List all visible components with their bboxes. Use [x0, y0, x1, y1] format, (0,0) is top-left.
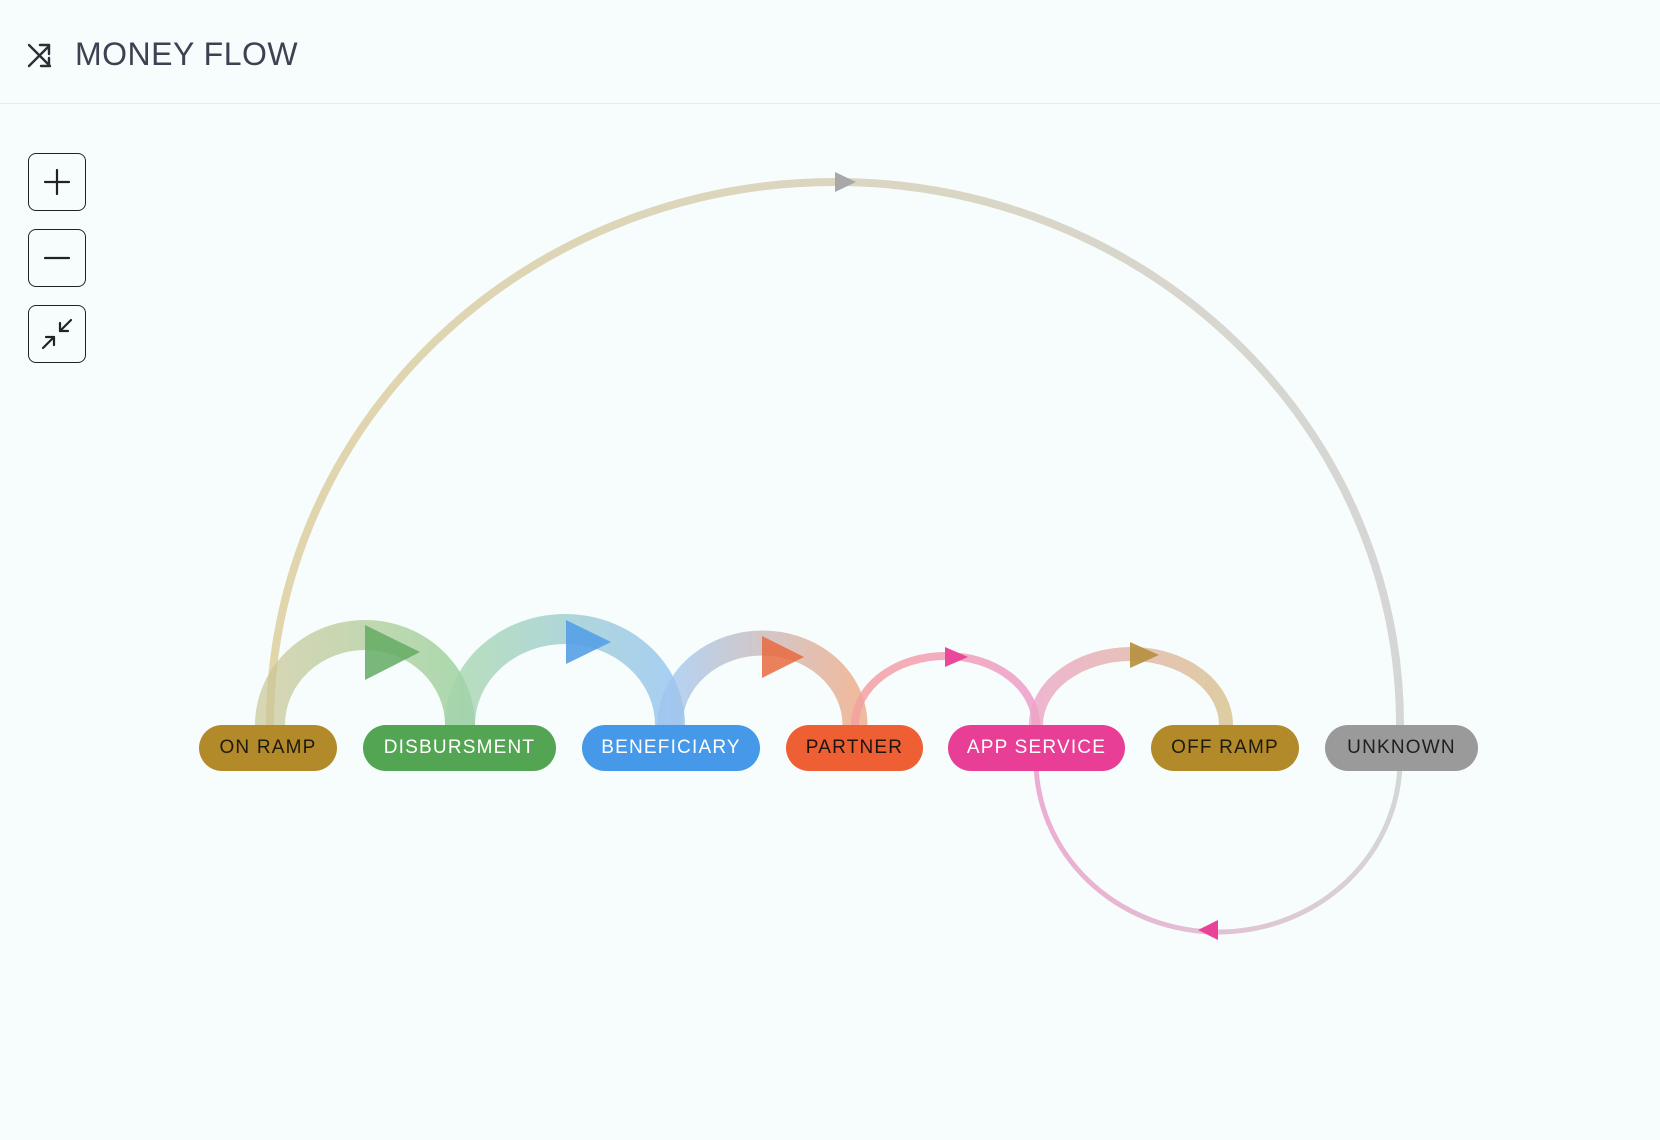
edge-arrow-partner-to-app-service: [945, 647, 968, 667]
fit-view-button[interactable]: [28, 305, 86, 363]
collapse-arrows-icon: [41, 318, 73, 350]
edge-arrow-on-ramp-to-unknown: [835, 172, 856, 192]
node-label: UNKNOWN: [1347, 737, 1456, 758]
page-header: MONEY FLOW: [0, 0, 1660, 104]
node-beneficiary[interactable]: BENEFICIARY: [582, 725, 760, 771]
node-label: BENEFICIARY: [601, 737, 741, 758]
edges-layer: [255, 172, 1404, 940]
edge-arrow-beneficiary-to-partner: [762, 636, 804, 678]
page-title: MONEY FLOW: [75, 36, 299, 72]
node-disbursment[interactable]: DISBURSMENT: [363, 725, 556, 771]
edge-arrow-disbursment-to-beneficiary: [566, 620, 611, 664]
zoom-in-button[interactable]: [28, 153, 86, 211]
edge-arrow-on-ramp-to-disbursment: [365, 625, 420, 680]
node-label: DISBURSMENT: [383, 737, 536, 758]
minus-icon: [43, 256, 71, 260]
node-label: PARTNER: [805, 737, 904, 758]
node-label: ON RAMP: [219, 737, 317, 758]
edge-on-ramp-to-unknown[interactable]: [266, 178, 1404, 726]
zoom-out-button[interactable]: [28, 229, 86, 287]
node-off-ramp[interactable]: OFF RAMP: [1151, 725, 1299, 771]
edge-unknown-to-app-service[interactable]: [1033, 759, 1403, 935]
edge-arrow-app-service-to-off-ramp: [1130, 642, 1159, 668]
node-app-service[interactable]: APP SERVICE: [948, 725, 1125, 771]
node-unknown[interactable]: UNKNOWN: [1325, 725, 1478, 771]
node-on-ramp[interactable]: ON RAMP: [199, 725, 337, 771]
edge-disbursment-to-beneficiary[interactable]: [445, 614, 685, 726]
node-label: OFF RAMP: [1171, 737, 1279, 758]
node-partner[interactable]: PARTNER: [786, 725, 923, 771]
edge-arrow-unknown-to-app-service: [1198, 920, 1218, 940]
node-label: APP SERVICE: [966, 737, 1107, 758]
shuffle-icon: [27, 43, 52, 68]
plus-icon: [43, 168, 71, 196]
